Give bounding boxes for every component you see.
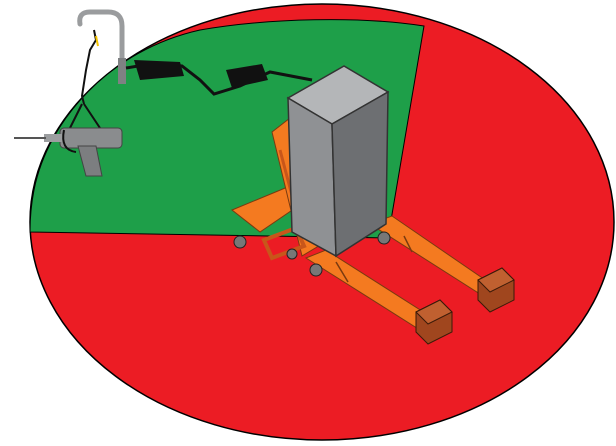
equipment-cabinet-icon <box>288 66 388 256</box>
